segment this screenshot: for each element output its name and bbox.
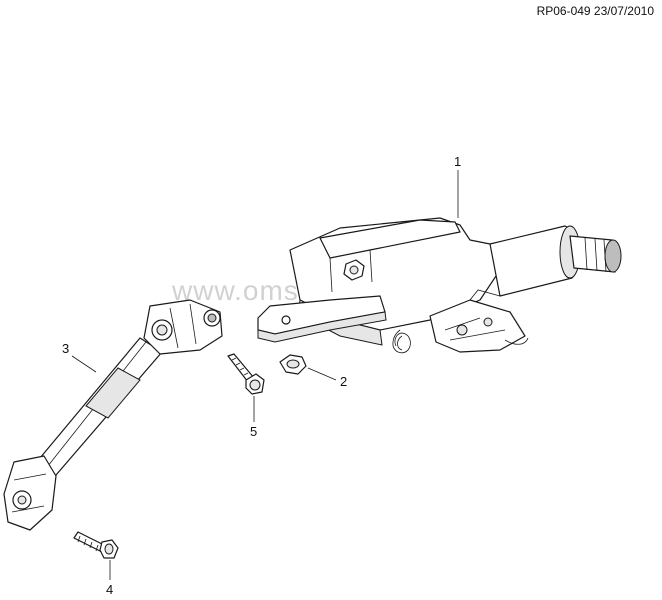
callout-1: 1 <box>454 154 461 169</box>
pinch-bolt-part <box>227 353 265 395</box>
callout-3: 3 <box>62 341 69 356</box>
leader-lines <box>71 170 459 580</box>
lower-bolt-part <box>73 531 119 559</box>
callout-4: 4 <box>106 582 113 597</box>
steering-column-assembly <box>257 217 622 354</box>
reference-code: RP06-049 23/07/2010 <box>536 4 654 18</box>
intermediate-shaft-part <box>3 299 223 531</box>
nut-part <box>279 354 307 375</box>
callout-5: 5 <box>250 424 257 439</box>
callout-2: 2 <box>340 374 347 389</box>
